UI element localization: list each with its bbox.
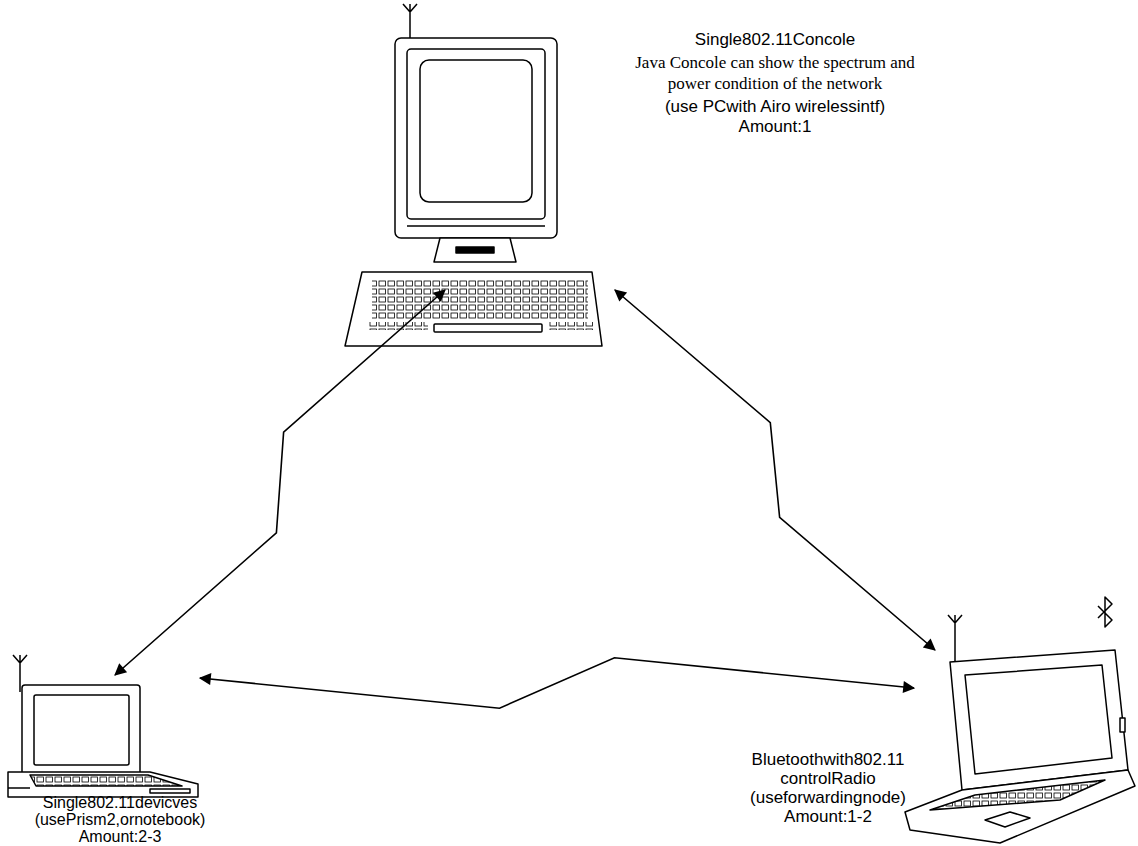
device-title: Single802.11devicves (35, 794, 206, 811)
wireless-link (200, 658, 914, 708)
notebook-left (8, 655, 198, 797)
device-note: Amount:2-3 (35, 828, 206, 845)
node-caption: Single802.11ConcoleJava Concole can show… (613, 30, 938, 137)
device-note: Amount:1 (613, 117, 938, 137)
node-caption: Bluetoothwith802.11 controlRadio(useforw… (743, 750, 913, 826)
wireless-link (615, 290, 935, 650)
device-note: Amount:1-2 (743, 807, 913, 826)
device-title: Single802.11Concole (613, 30, 938, 50)
device-note: (use PCwith Airo wirelessintf) (613, 97, 938, 117)
notebook-right (905, 597, 1135, 843)
forwarding-node: Bluetoothwith802.11 controlRadio(useforw… (905, 650, 1130, 845)
device-note: Java Concole can show the spectrum and p… (613, 52, 938, 94)
console-pc (345, 4, 602, 346)
wireless-link (115, 290, 445, 675)
device-note: (useforwardingnode) (743, 788, 913, 807)
node-caption: Single802.11devicves(usePrism2,ornoteboo… (35, 794, 206, 845)
device-node: Single802.11devicves(usePrism2,ornoteboo… (10, 675, 200, 795)
device-note: (usePrism2,ornotebook) (35, 811, 206, 828)
console-node: Single802.11ConcoleJava Concole can show… (395, 20, 615, 290)
device-title: Bluetoothwith802.11 controlRadio (743, 750, 913, 788)
